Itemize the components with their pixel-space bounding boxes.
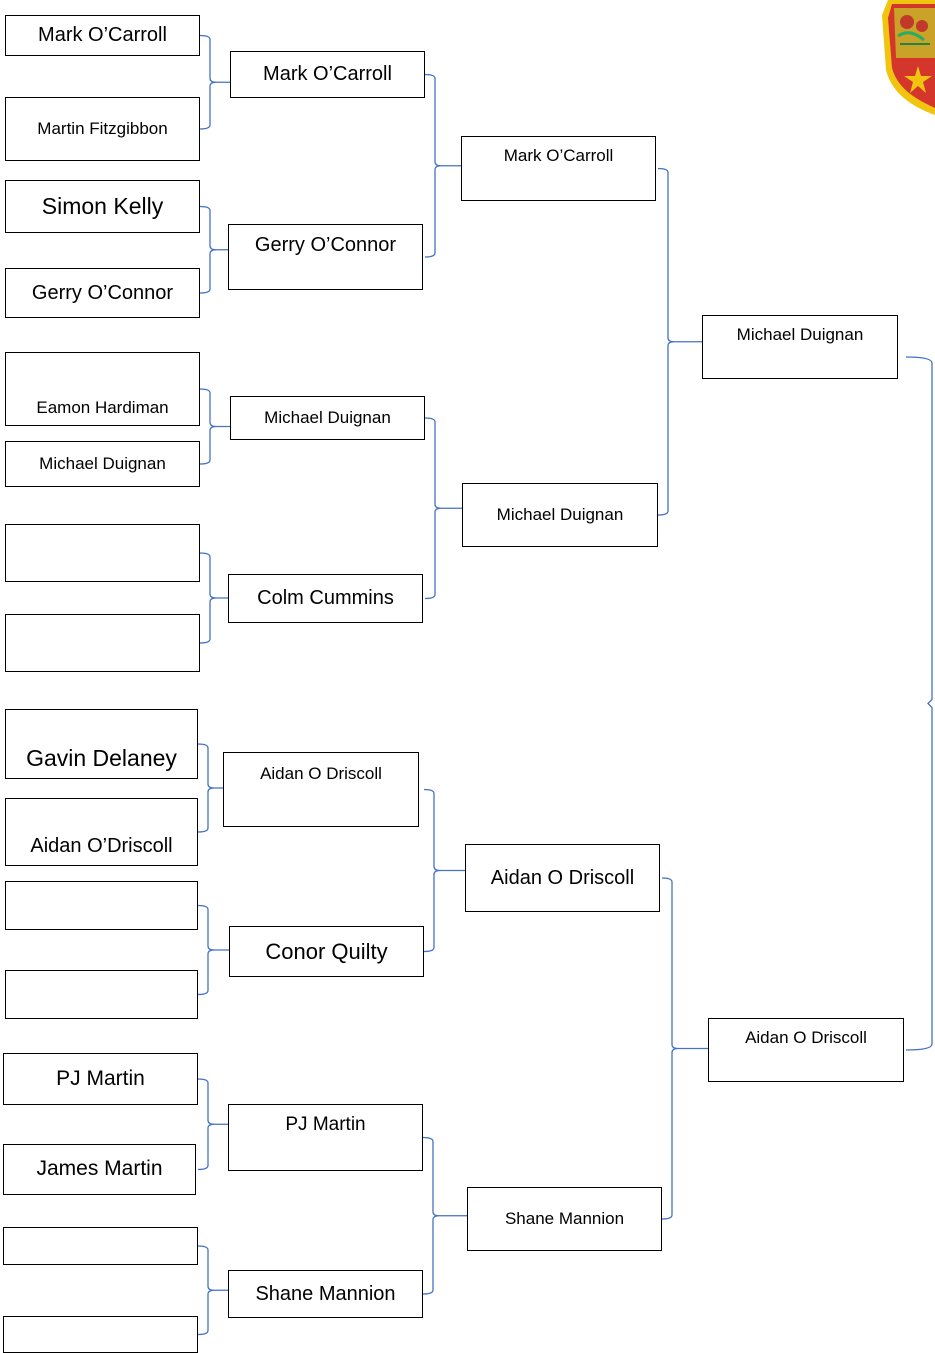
- round2-slot-7: PJ Martin: [228, 1104, 423, 1171]
- round1-slot-5: Eamon Hardiman: [5, 352, 200, 426]
- bracket-connector-round1-2: [199, 205, 228, 294]
- round1-slot-1: Mark O’Carroll: [5, 15, 200, 56]
- club-crest-icon: [882, 0, 935, 115]
- bracket-connector-round1-7: [197, 1078, 228, 1171]
- round1-slot-10: Aidan O’Driscoll: [5, 798, 198, 866]
- bracket-connector-round1-4: [199, 552, 228, 644]
- bracket-connector-round1-6: [197, 904, 229, 996]
- round4-slot-2: Aidan O Driscoll: [708, 1018, 904, 1082]
- round1-slot-2: Martin Fitzgibbon: [5, 97, 200, 161]
- round1-slot-7: [5, 524, 200, 582]
- bracket-connector-final: [905, 356, 933, 1051]
- round2-slot-5: Aidan O Driscoll: [223, 752, 419, 827]
- bracket-connector-round3-1: [657, 167, 702, 516]
- bracket-connector-round3-2: [661, 877, 708, 1220]
- round1-slot-8: [5, 614, 200, 672]
- round1-slot-13: PJ Martin: [3, 1053, 198, 1105]
- round1-slot-14: James Martin: [3, 1144, 196, 1195]
- round1-slot-15: [3, 1227, 198, 1265]
- round1-slot-4: Gerry O’Connor: [5, 268, 200, 318]
- round2-slot-6: Conor Quilty: [229, 926, 424, 977]
- round3-slot-4: Shane Mannion: [467, 1187, 662, 1251]
- round2-slot-2: Gerry O’Connor: [228, 224, 423, 290]
- round1-slot-11: [5, 881, 198, 930]
- round1-slot-6: Michael Duignan: [5, 441, 200, 487]
- round1-slot-12: [5, 970, 198, 1019]
- round1-slot-9: Gavin Delaney: [5, 709, 198, 779]
- round4-slot-1: Michael Duignan: [702, 315, 898, 379]
- round1-slot-3: Simon Kelly: [5, 180, 200, 233]
- bracket-connector-round1-5: [197, 743, 223, 833]
- round1-slot-16: [3, 1316, 198, 1353]
- bracket-connector-round2-3: [423, 788, 465, 953]
- bracket-connector-round1-1: [199, 34, 230, 130]
- bracket-connector-round1-8: [197, 1245, 228, 1336]
- bracket-connector-round1-3: [199, 388, 230, 465]
- bracket-connector-round2-4: [422, 1136, 467, 1295]
- round3-slot-1: Mark O’Carroll: [461, 136, 656, 201]
- round3-slot-2: Michael Duignan: [462, 483, 658, 547]
- round2-slot-3: Michael Duignan: [230, 396, 425, 440]
- round2-slot-8: Shane Mannion: [228, 1270, 423, 1318]
- bracket-connector-round2-1: [424, 73, 461, 258]
- round2-slot-1: Mark O’Carroll: [230, 51, 425, 98]
- bracket-connector-round2-2: [424, 417, 462, 600]
- round3-slot-3: Aidan O Driscoll: [465, 844, 660, 912]
- round2-slot-4: Colm Cummins: [228, 574, 423, 623]
